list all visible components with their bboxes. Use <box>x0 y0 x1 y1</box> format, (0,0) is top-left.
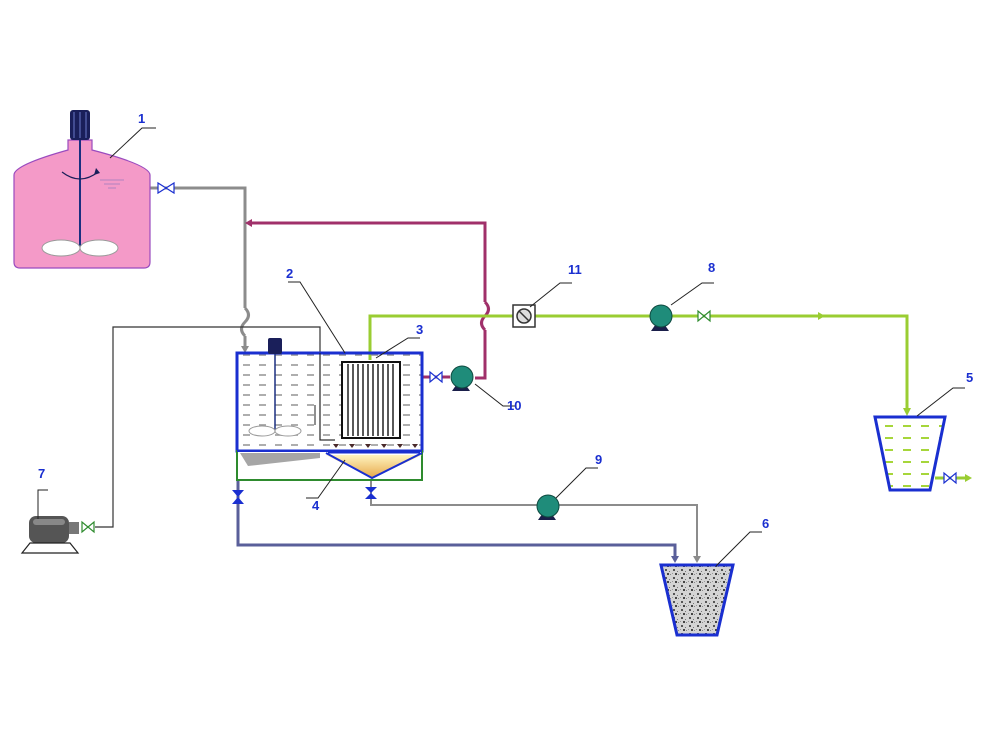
recycle-line <box>245 219 490 380</box>
label-sludge-pump: 9 <box>595 452 602 467</box>
aerator-diffusers-icon <box>333 444 418 448</box>
air-blower <box>20 516 95 554</box>
reactor-impeller-icon <box>248 425 302 437</box>
label-reactor: 2 <box>286 266 293 281</box>
number-labels: 1 2 3 4 5 6 7 8 9 10 11 <box>38 111 973 531</box>
sludge-valve-icon <box>365 487 377 499</box>
module-outlet-valve-icon <box>429 370 443 384</box>
label-flow-meter: 11 <box>568 262 582 277</box>
label-membrane-module: 3 <box>416 322 423 337</box>
permeate-valve-icon <box>697 309 711 323</box>
sludge-line <box>370 478 701 563</box>
label-feed-tank: 1 <box>138 111 145 126</box>
permeate-line <box>368 312 972 482</box>
feed-tank-body <box>13 139 151 269</box>
feed-line <box>150 186 250 353</box>
label-recycle-pump: 10 <box>507 398 521 413</box>
label-settling-hopper: 4 <box>312 498 320 513</box>
pump-10 <box>450 365 474 391</box>
permeate-tank <box>873 415 957 492</box>
flow-meter <box>512 304 536 328</box>
leader-lines <box>37 127 965 567</box>
settling-hopper-fill <box>326 455 422 478</box>
feed-tank <box>13 110 151 269</box>
water-level-icon <box>100 179 124 189</box>
label-sludge-tank: 6 <box>762 516 769 531</box>
membrane-module <box>333 361 443 448</box>
pump-8 <box>649 304 711 331</box>
impeller-icon <box>41 239 119 257</box>
blower-valve-icon <box>81 520 95 534</box>
label-permeate-tank: 5 <box>966 370 973 385</box>
sludge-tank <box>659 563 735 637</box>
pump-9 <box>536 494 560 520</box>
reactor-mixer-motor-icon <box>268 338 282 354</box>
label-permeate-pump: 8 <box>708 260 715 275</box>
drain-line <box>236 480 679 563</box>
drain-valve-icon <box>232 490 244 504</box>
permeate-out-valve-icon <box>943 471 957 485</box>
label-air-blower: 7 <box>38 466 45 481</box>
feed-valve-icon <box>157 181 175 195</box>
